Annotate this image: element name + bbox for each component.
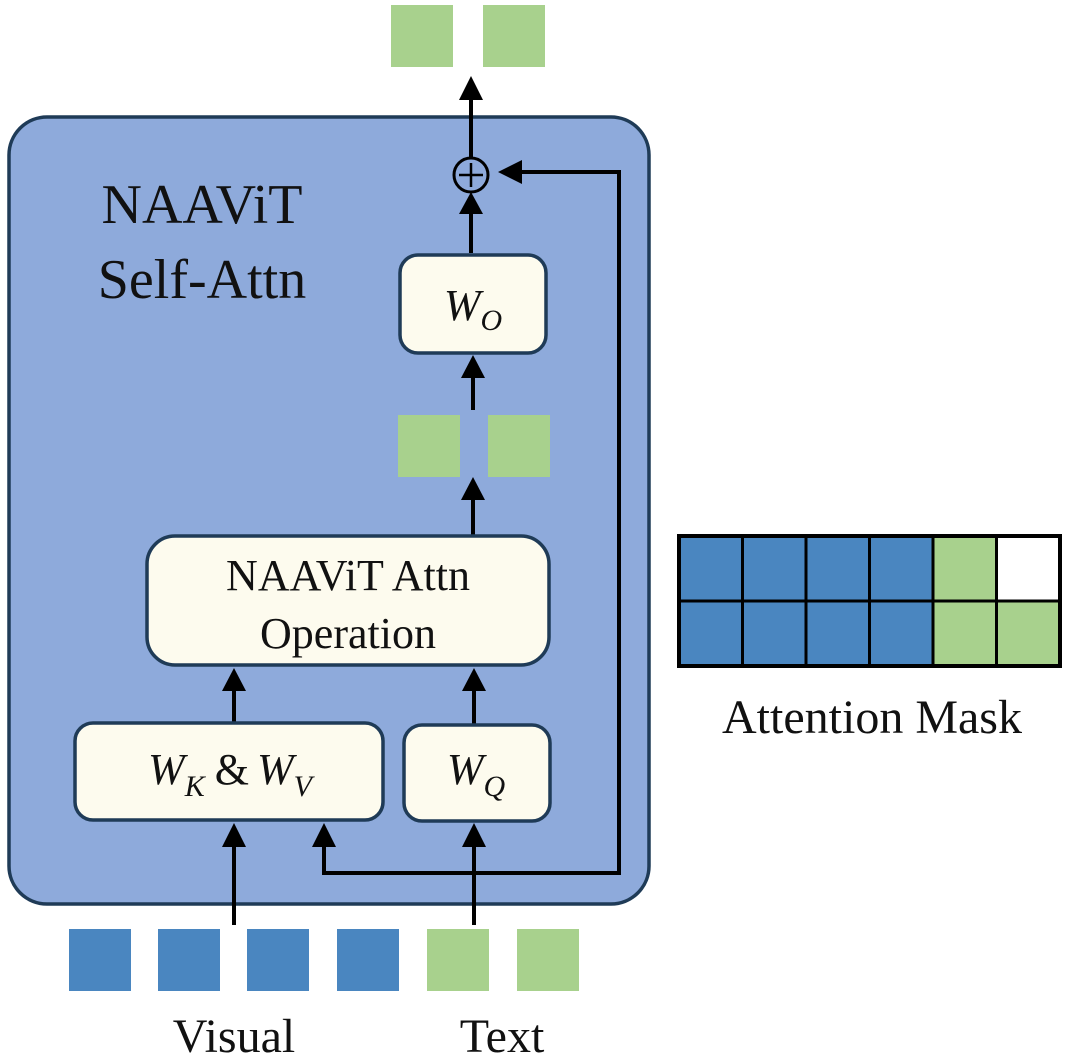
block-title-line2: Self-Attn xyxy=(98,249,306,311)
mask-cell-visual xyxy=(741,599,808,668)
arrow-wo-to-add xyxy=(459,192,483,253)
attention-mask-label: Attention Mask xyxy=(722,691,1022,744)
mask-cell-text xyxy=(931,534,998,603)
wo-base: W xyxy=(444,281,484,330)
input-token-visual xyxy=(69,929,131,991)
mask-cell-text xyxy=(995,599,1062,668)
amp: & xyxy=(215,745,249,794)
mask-cell-visual xyxy=(804,534,871,603)
attn-op-line2: Operation xyxy=(260,609,436,658)
input-token-visual xyxy=(158,929,220,991)
input-token-text xyxy=(517,929,579,991)
output-token-text xyxy=(391,5,453,67)
wkv-box: WK&WV xyxy=(73,721,385,822)
mask-cell-visual xyxy=(677,534,744,603)
mask-cell-visual xyxy=(741,534,808,603)
arrow-wq-to-attn xyxy=(462,668,486,724)
wo-sub: O xyxy=(480,304,502,337)
intermediate-token-text xyxy=(398,415,460,477)
attention-mask-grid xyxy=(677,534,1062,668)
intermediate-tokens xyxy=(398,415,550,477)
wv-base: W xyxy=(257,745,297,794)
mask-cell-visual xyxy=(868,534,935,603)
label-visual: Visual xyxy=(173,1010,295,1063)
wk-base: W xyxy=(148,745,188,794)
wq-base: W xyxy=(447,745,487,794)
arrow-text-to-wv xyxy=(312,823,336,875)
arrow-mid-to-wo xyxy=(461,355,485,410)
wq-sub: Q xyxy=(483,770,505,803)
mask-cell-visual xyxy=(804,599,871,668)
output-tokens xyxy=(391,5,545,67)
attn-operation-box: NAAViT Attn Operation xyxy=(145,534,551,667)
arrow-attn-to-mid xyxy=(461,477,485,535)
arrow-visual-to-wkv xyxy=(222,823,246,925)
wq-label: WQ xyxy=(447,745,506,803)
mask-border xyxy=(677,534,1062,668)
arrow-text-to-wq xyxy=(462,823,486,925)
wo-box: WO xyxy=(398,253,548,355)
mask-cell-visual xyxy=(868,599,935,668)
arrow-wkv-to-attn xyxy=(222,668,246,723)
wkv-label: WK&WV xyxy=(148,745,316,803)
block-title-line1: NAAViT xyxy=(102,174,303,236)
residual-add xyxy=(452,156,490,194)
wv-sub: V xyxy=(294,770,316,803)
mask-cell-visual xyxy=(677,599,744,668)
attn-op-line1: NAAViT Attn xyxy=(226,551,470,600)
wo-label: WO xyxy=(444,281,502,337)
intermediate-token-text xyxy=(488,415,550,477)
input-token-visual xyxy=(247,929,309,991)
mask-cell-empty xyxy=(995,534,1062,603)
wk-sub: K xyxy=(184,770,207,803)
output-token-text xyxy=(483,5,545,67)
input-tokens xyxy=(69,929,579,991)
mask-cell-text xyxy=(931,599,998,668)
arrow-to-output xyxy=(459,76,483,158)
label-text: Text xyxy=(460,1010,545,1063)
input-token-text xyxy=(427,929,489,991)
input-token-visual xyxy=(337,929,399,991)
wq-box: WQ xyxy=(402,723,552,823)
